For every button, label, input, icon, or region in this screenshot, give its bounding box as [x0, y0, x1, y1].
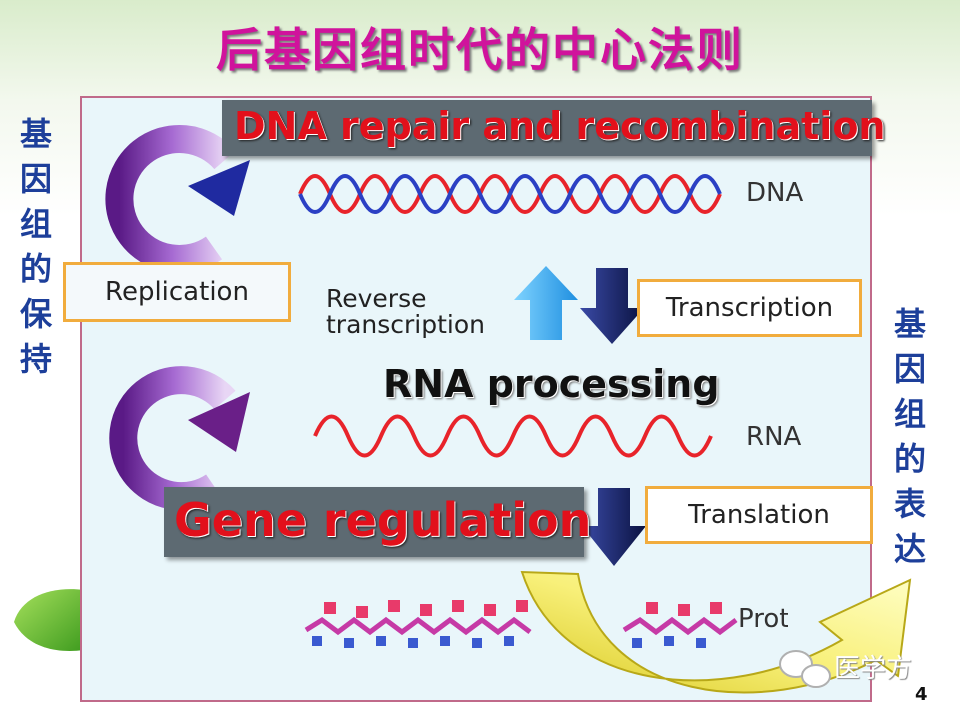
reverse-transcription-label: Reverse transcription: [326, 286, 485, 338]
char: 的: [19, 250, 52, 288]
transcription-label: Transcription: [665, 293, 834, 323]
protein-chain-icon: [304, 600, 738, 648]
wechat-logo-icon: [779, 650, 831, 688]
gene-regulation-banner: Gene regulation: [164, 487, 591, 557]
transcription-arrow-icon: [580, 268, 644, 344]
replication-label: Replication: [105, 277, 249, 307]
translation-box: Translation: [645, 486, 873, 544]
char: 因: [893, 350, 926, 388]
char: 基: [893, 305, 926, 343]
gene-regulation-label: Gene regulation: [174, 493, 592, 547]
right-vertical-label: 基 因 组 的 表 达: [885, 302, 935, 572]
char: 组: [19, 205, 52, 243]
char: 达: [893, 530, 926, 568]
dna-repair-banner: DNA repair and recombination: [222, 100, 885, 156]
dna-repair-label: DNA repair and recombination: [234, 104, 886, 148]
slide-title: 后基因组时代的中心法则: [216, 23, 744, 77]
reverse-line-1: Reverse: [326, 284, 427, 313]
yellow-curved-arrow-icon: [520, 570, 912, 694]
char: 因: [19, 160, 52, 198]
char: 保: [19, 295, 52, 333]
replication-cycle-icon: [105, 125, 250, 273]
page-number: 4: [915, 684, 928, 705]
rna-cycle-icon: [109, 366, 250, 511]
rna-strand-icon: [313, 414, 713, 458]
char: 基: [19, 115, 52, 153]
char: 组: [893, 395, 926, 433]
transcription-box: Transcription: [637, 279, 862, 337]
left-vertical-label: 基 因 组 的 保 持: [11, 112, 61, 382]
protein-label: Protein: [738, 604, 788, 634]
reverse-transcription-arrow-icon: [514, 266, 578, 340]
replication-box: Replication: [63, 262, 291, 322]
rna-processing-label: RNA processing: [383, 362, 720, 406]
char: 持: [19, 340, 52, 378]
char: 表: [893, 485, 926, 523]
dna-label: DNA: [746, 178, 804, 208]
dna-helix-icon: [298, 174, 722, 214]
translation-arrow-icon: [582, 488, 646, 566]
rna-label: RNA: [746, 422, 802, 452]
char: 的: [893, 440, 926, 478]
reverse-line-2: transcription: [326, 310, 485, 339]
watermark-text: 医学方: [834, 654, 913, 684]
translation-label: Translation: [688, 500, 830, 530]
